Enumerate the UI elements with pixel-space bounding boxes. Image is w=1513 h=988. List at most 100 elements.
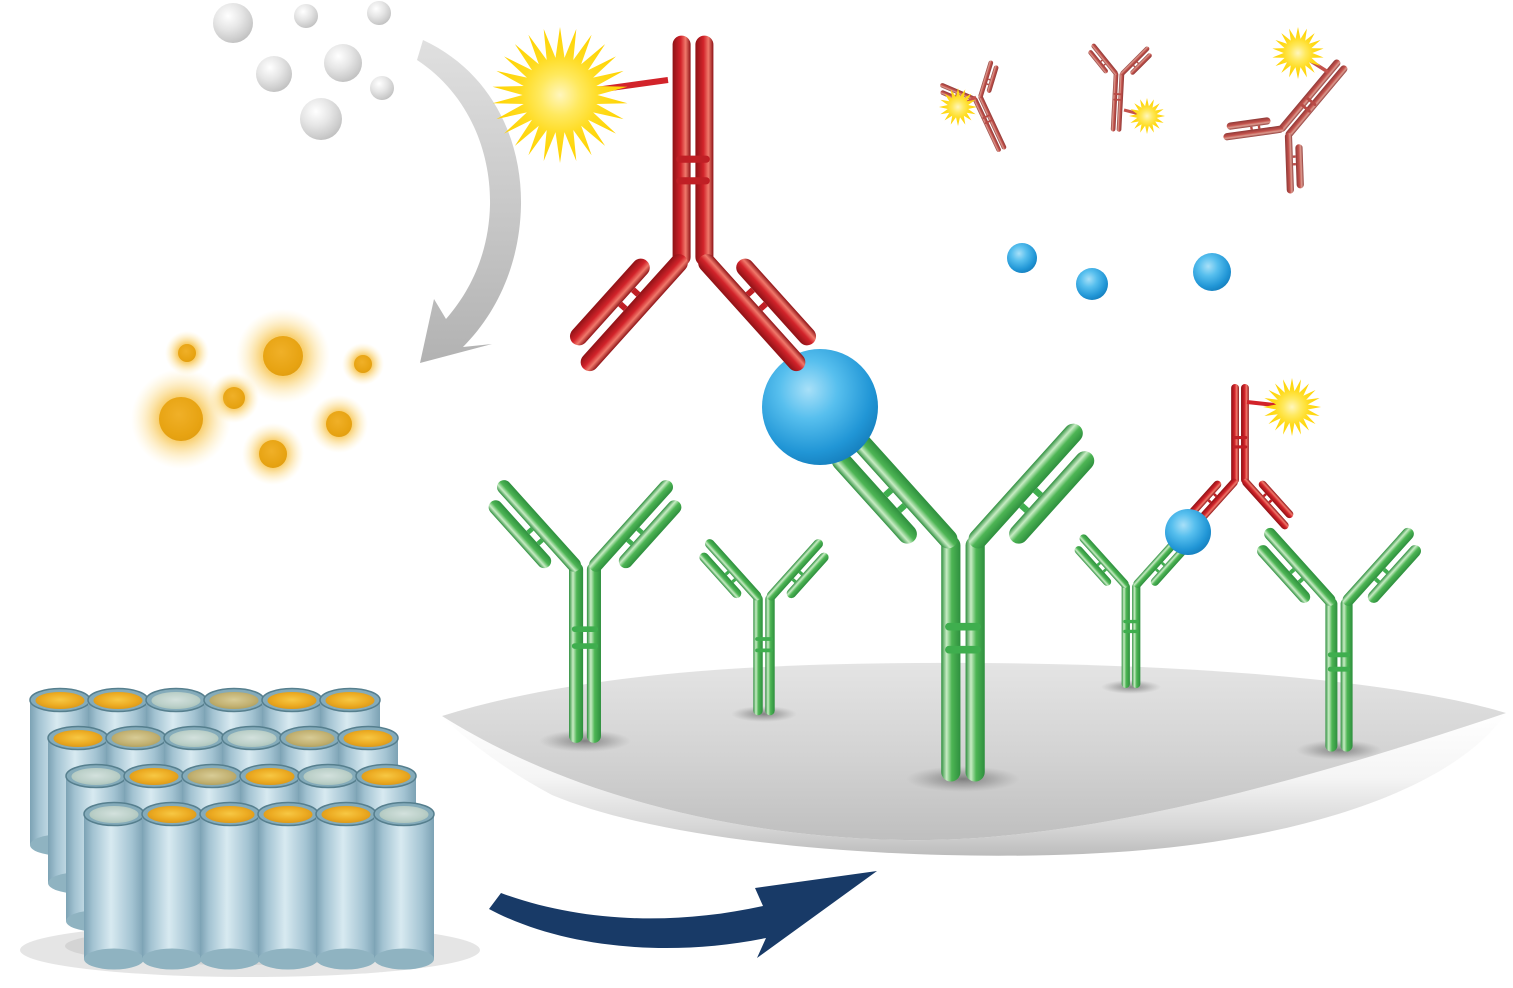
- chain-link: [758, 301, 768, 312]
- well-content: [187, 768, 237, 785]
- heavy-chain-arm: [589, 480, 673, 572]
- chain-link: [618, 301, 628, 312]
- chain-link: [1207, 499, 1212, 504]
- fluorescent-labels: fluorescent-label-mainfluorescent-label-…: [492, 27, 1329, 436]
- light-chain: [1226, 117, 1271, 130]
- well-content: [263, 806, 313, 823]
- heavy-chain-right: [586, 562, 601, 743]
- heavy-chain-left: [1121, 582, 1130, 689]
- capture-antibody-3-shadow: capture-antibody-3-shadow: [906, 766, 1020, 792]
- fab-arm: [1074, 534, 1129, 588]
- heavy-chain-left: [569, 562, 584, 743]
- capture-antibody-1: capture-antibody-1: [488, 480, 682, 743]
- well-bottom: [200, 948, 260, 970]
- heavy-chain-right: [1231, 383, 1239, 484]
- heavy-chain-arm: [1079, 534, 1129, 588]
- chain-link: [988, 78, 991, 81]
- light-chain: [986, 65, 999, 93]
- fab-arm: [698, 254, 817, 372]
- fab-arm: [1120, 46, 1152, 76]
- well-content: [325, 692, 375, 709]
- fluorescent-label-free-2: fluorescent-label-free-2: [1123, 98, 1165, 134]
- chain-link: [1213, 493, 1218, 498]
- fab-arm: [978, 60, 999, 99]
- chain-link: [536, 538, 544, 546]
- well-content: [303, 768, 353, 785]
- well-content: [35, 692, 85, 709]
- microplate-well: microplate-well-gold: [257, 801, 319, 970]
- light-chain: [1150, 546, 1188, 586]
- fab-arm: [968, 423, 1095, 549]
- well-bottom: [142, 948, 202, 970]
- fab-arm: [1284, 133, 1304, 194]
- heavy-chain-arm: [1133, 534, 1183, 588]
- chain-link: [791, 578, 797, 584]
- capture-antibodies: capture-antibody-1capture-antibody-2capt…: [488, 423, 1422, 782]
- sample-gray-sphere: sample-gray-sphere: [324, 44, 362, 82]
- light-chain: [736, 258, 817, 346]
- fab-arm: [1223, 117, 1284, 141]
- well-bottom: [258, 948, 318, 970]
- well-body: [84, 814, 144, 959]
- chain-link: [1289, 567, 1296, 575]
- fluorescent-sample-sphere: fluorescent-sample-sphere: [178, 344, 196, 362]
- starburst-icon: [1272, 27, 1324, 79]
- microplate-well: microplate-well-gold: [199, 801, 261, 970]
- light-chain: [1258, 480, 1294, 519]
- sample-gray-sphere: sample-gray-sphere: [370, 76, 394, 100]
- well-content: [343, 730, 393, 747]
- well-content: [111, 730, 161, 747]
- fab-arm: [589, 480, 682, 572]
- heavy-chain-arm: [843, 423, 958, 549]
- chain-link: [1250, 126, 1253, 130]
- fab-arm: [1256, 527, 1336, 606]
- sample-gray-sphere: sample-gray-sphere: [213, 3, 253, 43]
- chain-link: [526, 527, 534, 535]
- well-content: [71, 768, 121, 785]
- heavy-chain-right: [978, 95, 1007, 150]
- free-antigen: free-antigen: [1007, 243, 1037, 273]
- heavy-chain-arm: [1242, 478, 1289, 530]
- fluorescent-label-bound-small: fluorescent-label-bound-small: [1246, 378, 1321, 436]
- heavy-chain-left: [753, 594, 763, 716]
- microplate-well: microplate-well-gold: [315, 801, 377, 970]
- heavy-chain-arm: [1223, 125, 1284, 141]
- heavy-chain-arm: [1342, 527, 1414, 606]
- microplate-group: microplate-well-goldmicroplate-well-gold…: [20, 687, 480, 977]
- chain-link: [1382, 567, 1389, 575]
- light-chain: [1295, 144, 1304, 189]
- heavy-chain-arm: [698, 254, 806, 372]
- disulfide-bond: [1305, 96, 1317, 106]
- chain-link: [1292, 155, 1296, 158]
- heavy-chain-right: [672, 35, 691, 266]
- disulfide-bond: [1113, 98, 1122, 101]
- light-chain: [569, 258, 650, 346]
- light-chain: [618, 500, 682, 569]
- bound-antigens: antigen-bound-mainantigen-bound-small: [762, 349, 1211, 555]
- fab-arm: [1242, 478, 1294, 530]
- heavy-chain-left: [1285, 65, 1348, 138]
- light-chain: [1074, 546, 1112, 586]
- disulfide-bond: [1113, 93, 1123, 96]
- sample-gray-sphere: sample-gray-sphere: [300, 98, 342, 140]
- free-antigens-group: free-antigenfree-antigenfree-antigen: [1007, 243, 1231, 300]
- chain-link: [1133, 65, 1136, 68]
- heavy-chain-arm: [705, 539, 762, 601]
- disulfide-bond: [1232, 435, 1248, 440]
- chain-link: [896, 502, 907, 513]
- orange-sphere-cluster: fluorescent-sample-sphere fluorescent-sam…: [131, 309, 384, 485]
- chain-link: [731, 578, 737, 584]
- chain-link: [745, 287, 755, 297]
- well-content: [285, 730, 335, 747]
- capture-antibody-3: capture-antibody-3: [831, 423, 1095, 782]
- disulfide-bond: [984, 119, 993, 124]
- starburst-icon: [1129, 98, 1165, 134]
- well-content: [169, 730, 219, 747]
- chain-link: [1100, 59, 1103, 62]
- well-bottom: [316, 948, 376, 970]
- chain-link: [631, 287, 641, 297]
- heavy-chain-arm: [766, 539, 823, 601]
- capture-antibody-5: capture-antibody-5: [1256, 527, 1422, 752]
- fluorescent-sample-sphere: fluorescent-sample-sphere: [263, 336, 303, 376]
- capture-antibody-4-shadow: capture-antibody-4-shadow: [1101, 680, 1161, 694]
